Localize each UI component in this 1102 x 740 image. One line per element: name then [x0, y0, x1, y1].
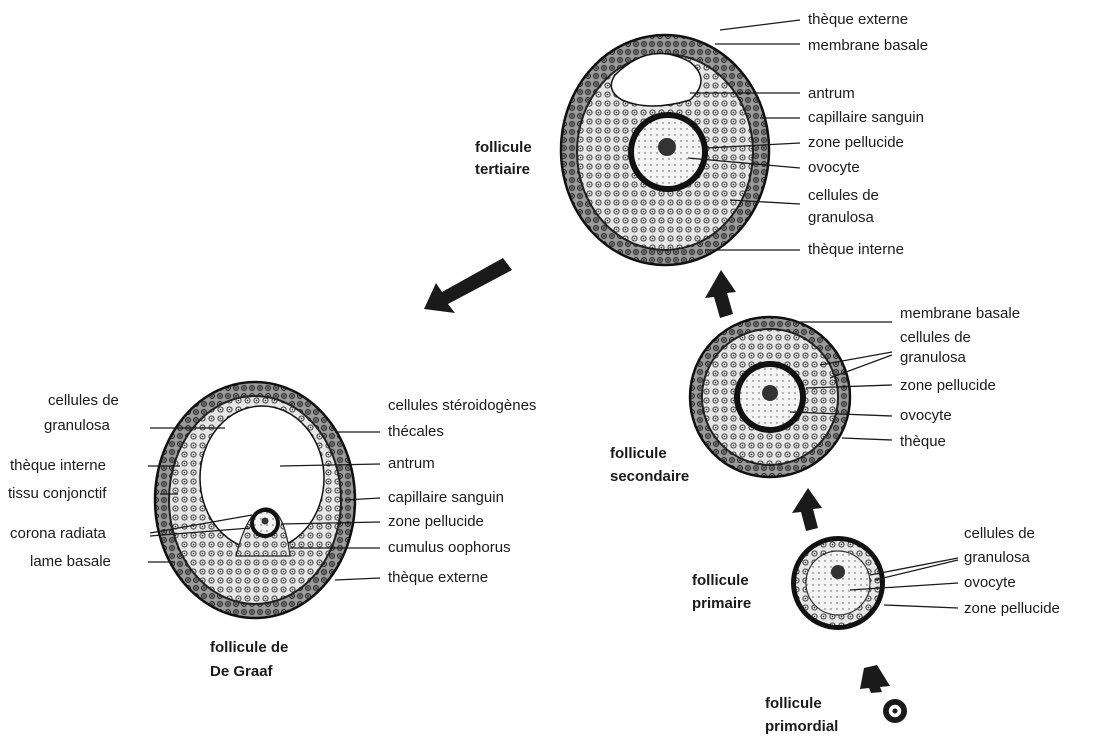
label-tissu-conjonctif-degraaf: tissu conjonctif — [8, 485, 107, 502]
follicle-de-graaf — [155, 382, 355, 618]
label-granulosa-secondary: granulosa — [900, 349, 967, 366]
title-primordial-line1: follicule — [765, 695, 822, 712]
arrow-tertiary-to-degraaf — [424, 258, 512, 313]
title-degraaf-line2: De Graaf — [210, 663, 274, 680]
label-cellules-secondary: cellules de — [900, 329, 971, 346]
arrow-primordial-to-primary — [860, 665, 890, 693]
label-membrane-basale-secondary: membrane basale — [900, 305, 1020, 322]
primordial-nucleus — [893, 709, 898, 714]
label-cellules-tertiary: cellules de — [808, 187, 879, 204]
label-zone-pellucide-tertiary: zone pellucide — [808, 134, 904, 151]
label-ovocyte-primary: ovocyte — [964, 574, 1016, 591]
label-zone-pellucide-primary: zone pellucide — [964, 600, 1060, 617]
label-capillaire-tertiary: capillaire sanguin — [808, 109, 924, 126]
label-ovocyte-secondary: ovocyte — [900, 407, 952, 424]
label-granulosa-degraaf: granulosa — [44, 417, 111, 434]
title-secondary-line1: follicule — [610, 445, 667, 462]
title-tertiary-line2: tertiaire — [475, 161, 530, 178]
follicle-primary — [791, 536, 885, 630]
label-theque-interne-degraaf: thèque interne — [10, 457, 106, 474]
label-antrum-tertiary: antrum — [808, 85, 855, 102]
title-secondary-line2: secondaire — [610, 468, 689, 485]
label-membrane-basale-tertiary: membrane basale — [808, 37, 928, 54]
arrow-primary-to-secondary — [792, 488, 822, 531]
nucleus-primary — [831, 565, 845, 579]
nucleus-degraaf — [262, 518, 269, 525]
label-zone-pellucide-degraaf: zone pellucide — [388, 513, 484, 530]
follicle-tertiary — [561, 35, 769, 265]
title-primordial-line2: primordial — [765, 718, 838, 735]
label-theque-secondary: thèque — [900, 433, 946, 450]
label-cumulus-degraaf: cumulus oophorus — [388, 539, 511, 556]
label-antrum-degraaf: antrum — [388, 455, 435, 472]
oocyte-primary — [806, 551, 870, 615]
label-capillaire-degraaf: capillaire sanguin — [388, 489, 504, 506]
label-theque-externe-degraaf: thèque externe — [388, 569, 488, 586]
label-granulosa-tertiary: granulosa — [808, 209, 875, 226]
arrow-secondary-to-tertiary — [705, 270, 736, 318]
label-cellules-degraaf: cellules de — [48, 392, 119, 409]
label-theque-externe-tertiary: thèque externe — [808, 11, 908, 28]
follicle-secondary — [690, 317, 850, 477]
title-primary-line2: primaire — [692, 595, 751, 612]
label-lame-basale-degraaf: lame basale — [30, 553, 111, 570]
label-cellules-primary: cellules de — [964, 525, 1035, 542]
follicle-primordial: follicule primordial — [765, 695, 907, 735]
nucleus-secondary — [762, 385, 778, 401]
label-corona-radiata-degraaf: corona radiata — [10, 525, 107, 542]
title-primary-line1: follicule — [692, 572, 749, 589]
label-thecales-degraaf: thécales — [388, 423, 444, 440]
title-tertiary-line1: follicule — [475, 139, 532, 156]
label-granulosa-primary: granulosa — [964, 549, 1031, 566]
label-ovocyte-tertiary: ovocyte — [808, 159, 860, 176]
title-degraaf-line1: follicule de — [210, 639, 288, 656]
nucleus-tertiary — [658, 138, 676, 156]
label-cellules-steroidogenes-degraaf: cellules stéroidogènes — [388, 397, 536, 414]
label-zone-pellucide-secondary: zone pellucide — [900, 377, 996, 394]
label-theque-interne-tertiary: thèque interne — [808, 241, 904, 258]
